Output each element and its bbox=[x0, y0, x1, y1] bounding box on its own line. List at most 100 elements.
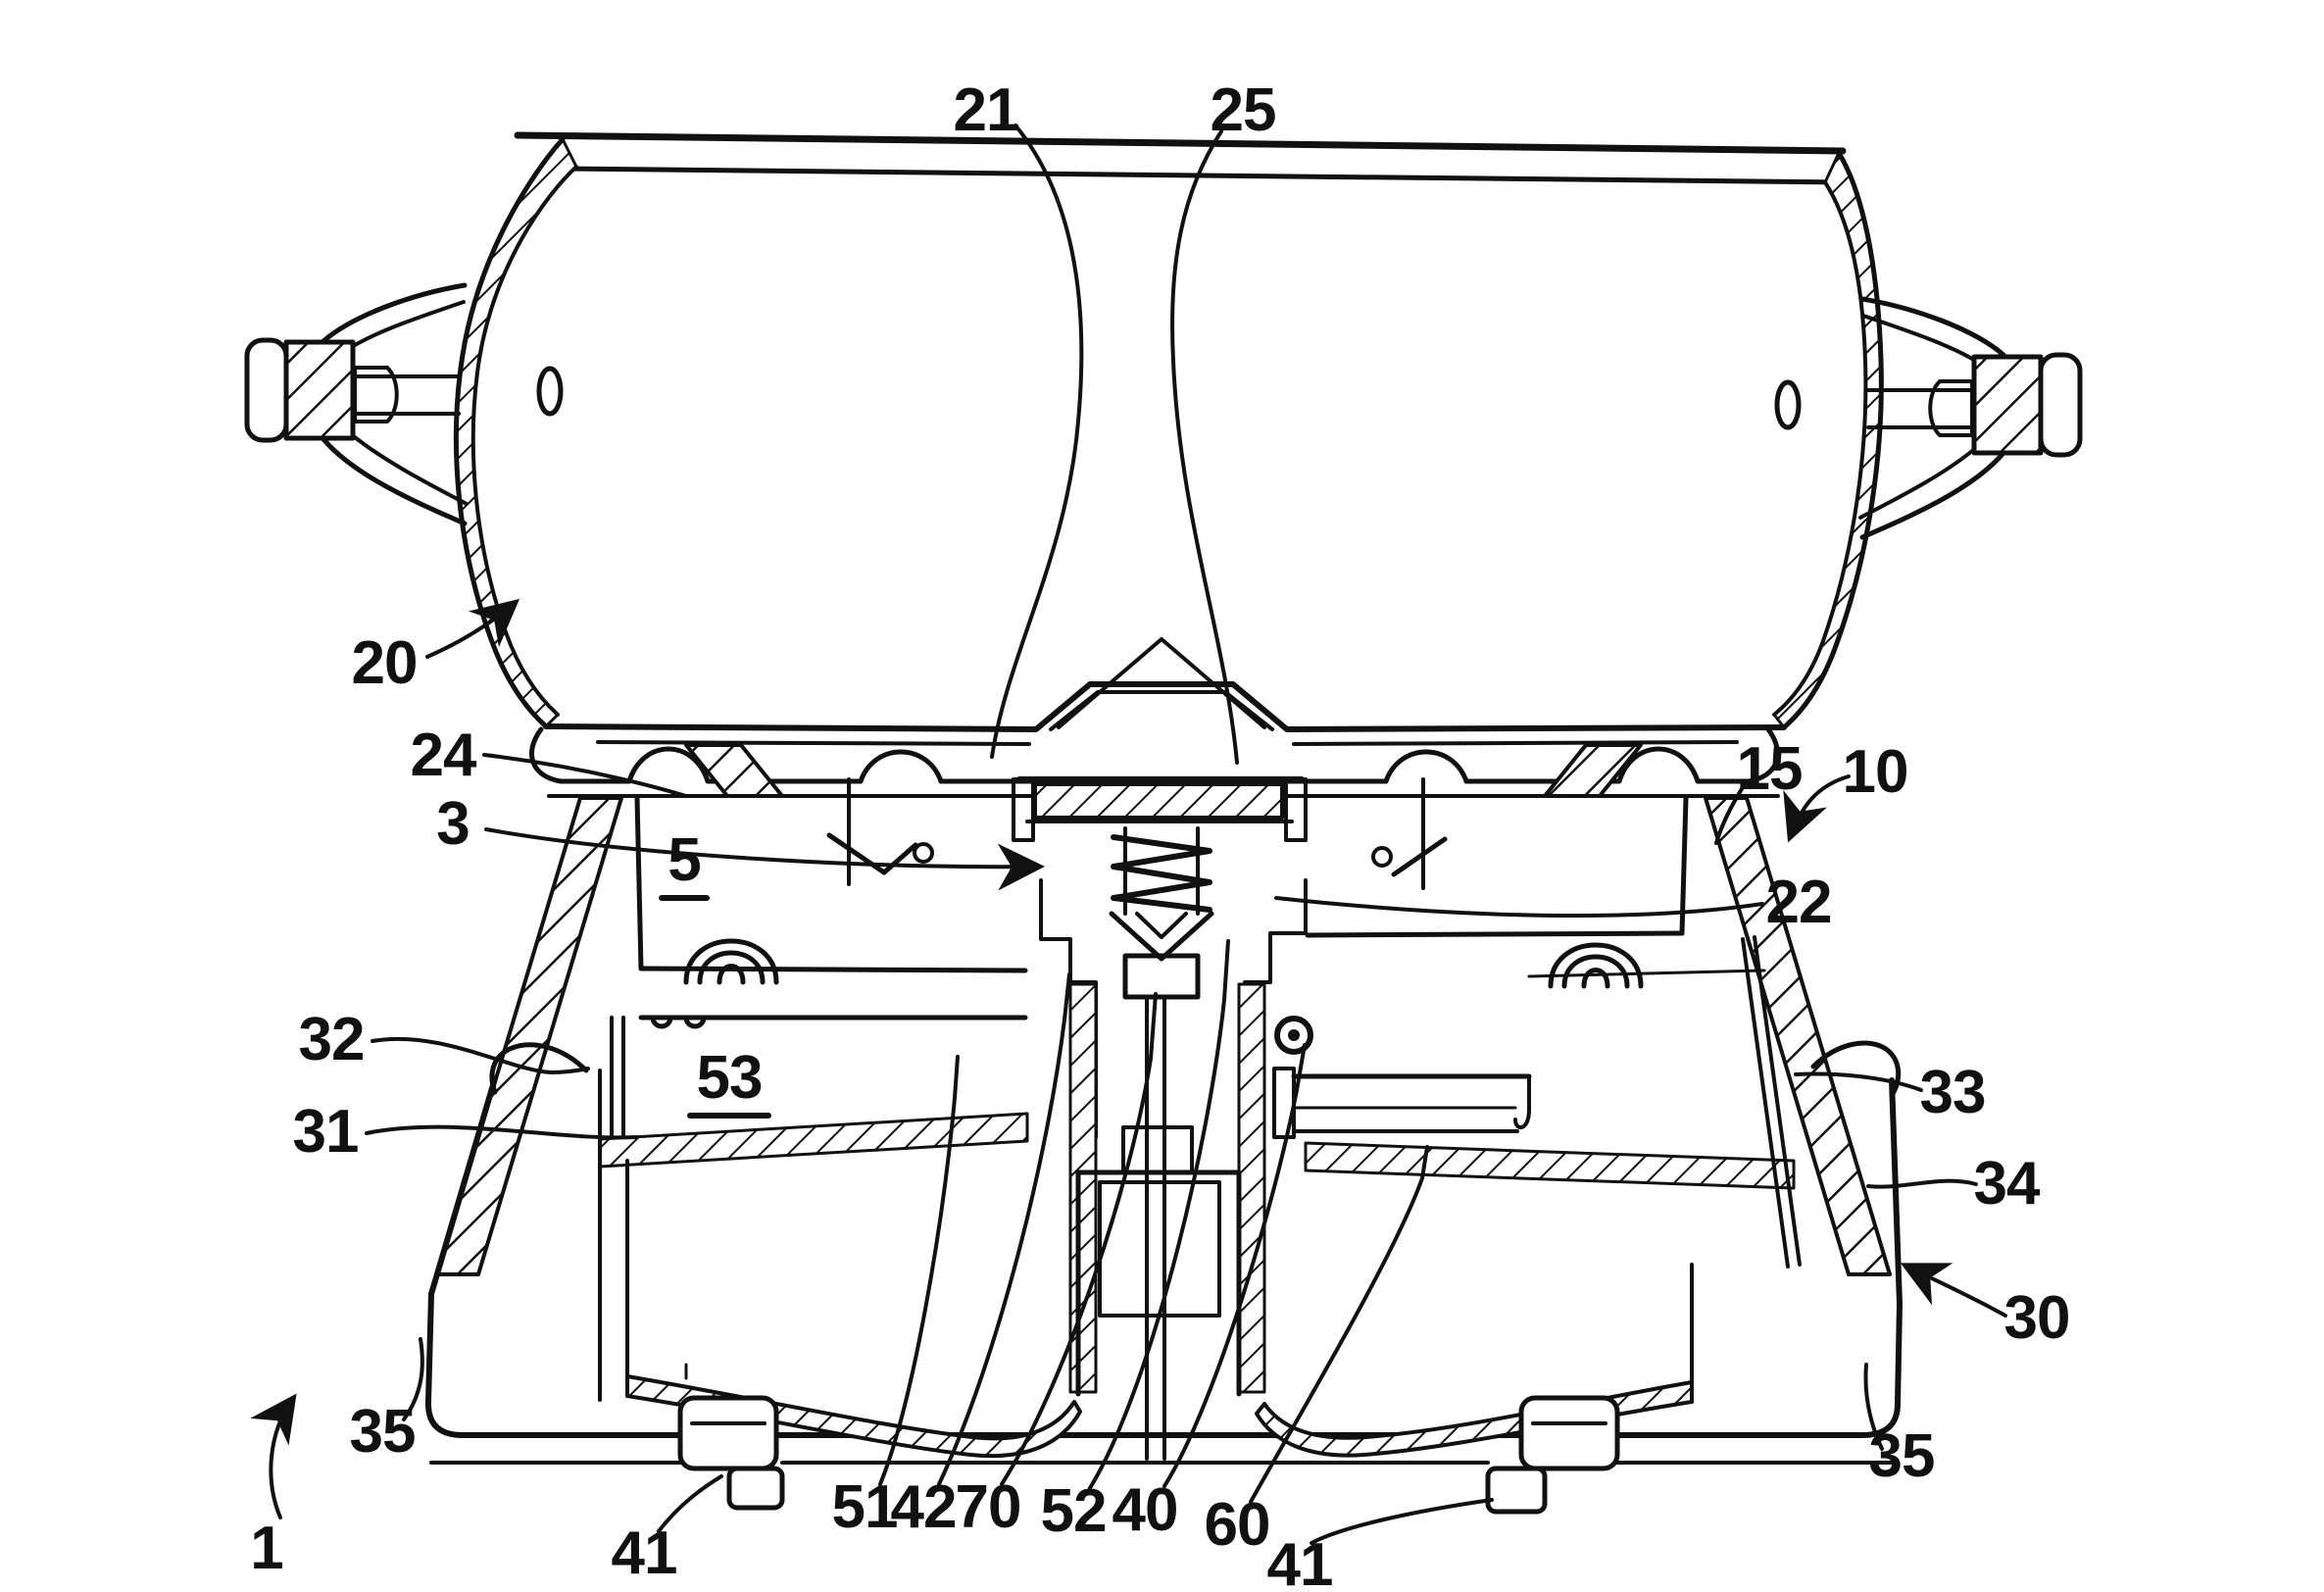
leader-15 bbox=[1714, 782, 1747, 845]
pot-vessel bbox=[453, 131, 1884, 746]
leader-41L bbox=[657, 1474, 723, 1533]
leader-34 bbox=[1866, 1178, 1978, 1189]
latch-lever-left bbox=[826, 832, 918, 875]
pot-bottom-inner-right bbox=[1292, 740, 1739, 746]
pot-rim-outer bbox=[514, 131, 1847, 155]
pot-bottom-inner-left bbox=[596, 740, 1031, 746]
housing-outer-wall-right bbox=[1859, 1077, 1903, 1438]
foot-right bbox=[1518, 1395, 1620, 1471]
leader-35R bbox=[1863, 1363, 1884, 1451]
heater-clip-left bbox=[683, 938, 779, 985]
ref-label-51: 51 bbox=[832, 1473, 898, 1541]
left-handle-end-cap bbox=[244, 337, 289, 443]
leader-lines bbox=[250, 124, 2007, 1545]
right-handle-pin bbox=[1774, 379, 1802, 430]
leader-41R bbox=[1310, 1498, 1494, 1545]
foot-left bbox=[677, 1395, 779, 1471]
coupling-cone-inner bbox=[1135, 912, 1188, 939]
ref-label-35R: 35 bbox=[1869, 1422, 1935, 1490]
chamber-floor-hatch-right bbox=[1304, 1141, 1796, 1190]
leader-1 bbox=[250, 1393, 297, 1519]
ref-label-35L: 35 bbox=[350, 1398, 416, 1466]
ref-label-70: 70 bbox=[956, 1473, 1021, 1541]
latch-pivot-left bbox=[913, 842, 934, 864]
ref-label-30: 30 bbox=[2004, 1284, 2070, 1352]
pot-right-handle bbox=[1774, 296, 2083, 540]
right-handle-bottom-flange bbox=[1858, 449, 1974, 520]
cone-wall-right bbox=[1704, 796, 1892, 1276]
center-coupling-assembly bbox=[826, 776, 1448, 1461]
cover-bracket-right bbox=[1284, 777, 1308, 842]
ref-label-1: 1 bbox=[250, 1515, 282, 1582]
leader-32 bbox=[371, 1036, 590, 1075]
pot-left-wall-inner bbox=[470, 165, 578, 717]
latch-pivot-right bbox=[1371, 846, 1393, 868]
leader-31 bbox=[365, 1124, 637, 1140]
cone-wall-left bbox=[435, 796, 623, 1276]
left-handle-block bbox=[283, 339, 356, 441]
clamp-finger-left bbox=[684, 743, 784, 798]
ref-label-5: 5 bbox=[668, 826, 700, 894]
ref-label-52: 52 bbox=[1041, 1477, 1107, 1545]
cover-hatch-bar bbox=[1033, 782, 1284, 820]
ref-label-32: 32 bbox=[299, 1006, 365, 1073]
leader-20 bbox=[425, 598, 520, 659]
chamber-floor-hatch-left bbox=[598, 1112, 1029, 1169]
pot-bottom-outer bbox=[543, 681, 1787, 732]
ref-label-41L: 41 bbox=[612, 1519, 677, 1587]
under-floor-line-left bbox=[638, 1015, 1028, 1029]
left-handle-top-flange bbox=[353, 300, 466, 347]
leader-25 bbox=[1170, 129, 1239, 765]
bowl-left-inner-wall bbox=[634, 795, 644, 971]
bowl-floor-left bbox=[638, 966, 1028, 973]
ref-label-42: 42 bbox=[891, 1473, 957, 1541]
pot-left-handle bbox=[244, 282, 564, 526]
right-inner-wall-b bbox=[1741, 937, 1790, 1269]
bearing-boss bbox=[1274, 1016, 1313, 1055]
ref-label-41R: 41 bbox=[1267, 1531, 1333, 1592]
leader-3 bbox=[484, 827, 1045, 891]
ref-label-21: 21 bbox=[954, 76, 1019, 144]
coupling-cone bbox=[1109, 911, 1214, 962]
left-handle-top-outer bbox=[321, 282, 468, 344]
coupling-hub bbox=[1122, 953, 1201, 1000]
pot-rim-inner bbox=[560, 166, 1848, 185]
leader-30 bbox=[1900, 1263, 2007, 1318]
right-handle-clevis bbox=[1928, 379, 1974, 437]
left-handle-bottom-flange bbox=[353, 435, 469, 506]
right-handle-top-flange bbox=[1861, 314, 1974, 361]
leader-51 bbox=[878, 1055, 960, 1486]
ref-label-20: 20 bbox=[352, 629, 418, 697]
leader-21 bbox=[990, 124, 1084, 759]
right-handle-block bbox=[1971, 354, 2044, 456]
leader-42 bbox=[937, 972, 1071, 1486]
pot-right-wall-outer bbox=[1781, 150, 1884, 730]
pot-right-wall-inner bbox=[1772, 180, 1868, 717]
pot-bottom-dome-inner bbox=[1049, 690, 1274, 731]
cover-bracket-left bbox=[1012, 777, 1035, 842]
pot-left-wall-outer bbox=[453, 136, 566, 729]
ref-label-15: 15 bbox=[1737, 735, 1803, 803]
ref-label-3: 3 bbox=[436, 790, 469, 858]
skirt-right-band bbox=[1255, 1380, 1694, 1458]
leader-33 bbox=[1794, 1071, 1923, 1092]
ref-label-40: 40 bbox=[1113, 1476, 1178, 1544]
right-handle-top-outer bbox=[1859, 296, 2006, 358]
ref-label-34: 34 bbox=[1974, 1150, 2041, 1218]
latch-lever-right bbox=[1391, 836, 1448, 877]
lower-housing bbox=[424, 1040, 1903, 1515]
housing-lip-left bbox=[489, 1042, 589, 1095]
housing-outer-wall-left bbox=[424, 1075, 498, 1438]
ref-label-24: 24 bbox=[411, 721, 477, 789]
ref-label-22: 22 bbox=[1766, 869, 1832, 936]
left-handle-clevis bbox=[353, 366, 399, 423]
foot-left-tab bbox=[726, 1466, 785, 1511]
coupler-neck bbox=[1121, 1125, 1194, 1174]
left-handle-pin bbox=[536, 366, 564, 417]
right-handle-bottom-outer bbox=[1859, 450, 2006, 540]
ref-label-10: 10 bbox=[1843, 738, 1908, 806]
leader-70 bbox=[1000, 992, 1158, 1486]
right-inner-wall-a bbox=[1753, 935, 1802, 1267]
